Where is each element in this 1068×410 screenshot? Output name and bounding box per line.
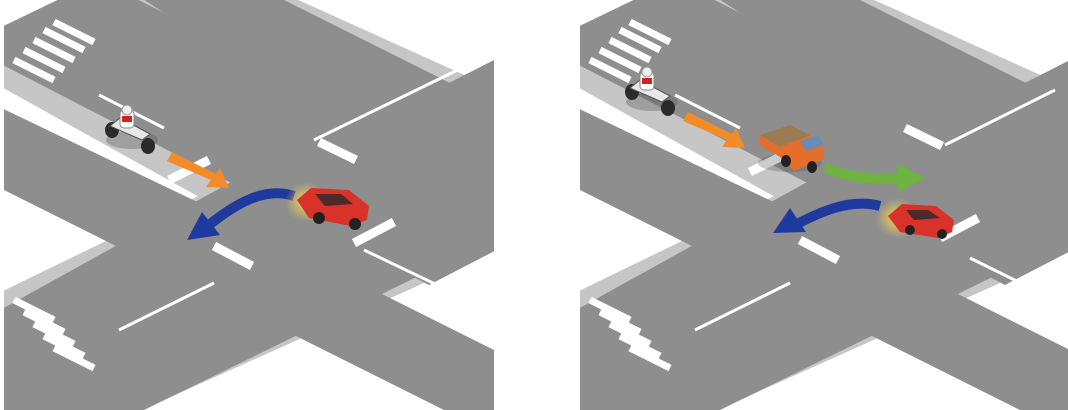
intersection-scene-left xyxy=(4,0,494,410)
intersection-scene-right xyxy=(580,0,1068,410)
